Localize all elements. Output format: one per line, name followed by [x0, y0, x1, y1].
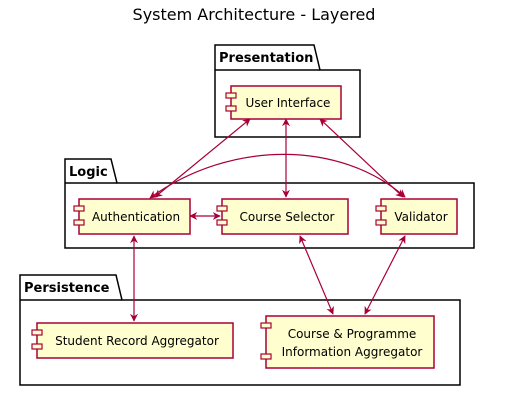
diagram-title: System Architecture - Layered [133, 5, 376, 24]
component-label-course-programme-line1: Course & Programme [288, 327, 417, 341]
component-authentication[interactable]: Authentication [73, 198, 191, 235]
package-title-presentation: Presentation [219, 51, 313, 66]
component-label-authentication: Authentication [92, 210, 180, 224]
connector-auth-validator [149, 153, 406, 199]
connector-validator-aggregator [364, 235, 406, 315]
component-course-selector[interactable]: Course Selector [216, 198, 349, 235]
package-title-persistence: Persistence [24, 281, 110, 296]
component-user-interface[interactable]: User Interface [225, 85, 342, 120]
component-label-student-record-aggregator: Student Record Aggregator [55, 334, 219, 348]
package-title-logic: Logic [69, 165, 108, 180]
component-validator[interactable]: Validator [375, 198, 458, 235]
component-label-user-interface: User Interface [246, 96, 331, 110]
connectors [130, 118, 406, 322]
component-label-course-selector: Course Selector [239, 210, 334, 224]
component-student-record-aggregator[interactable]: Student Record Aggregator [31, 322, 234, 359]
component-course-programme-aggregator[interactable]: Course & Programme Information Aggregato… [260, 315, 435, 369]
connector-ui-validator [319, 118, 404, 198]
component-label-course-programme-line2: Information Aggregator [282, 345, 423, 359]
connector-course-selector-aggregator [299, 235, 334, 315]
component-label-validator: Validator [394, 210, 447, 224]
